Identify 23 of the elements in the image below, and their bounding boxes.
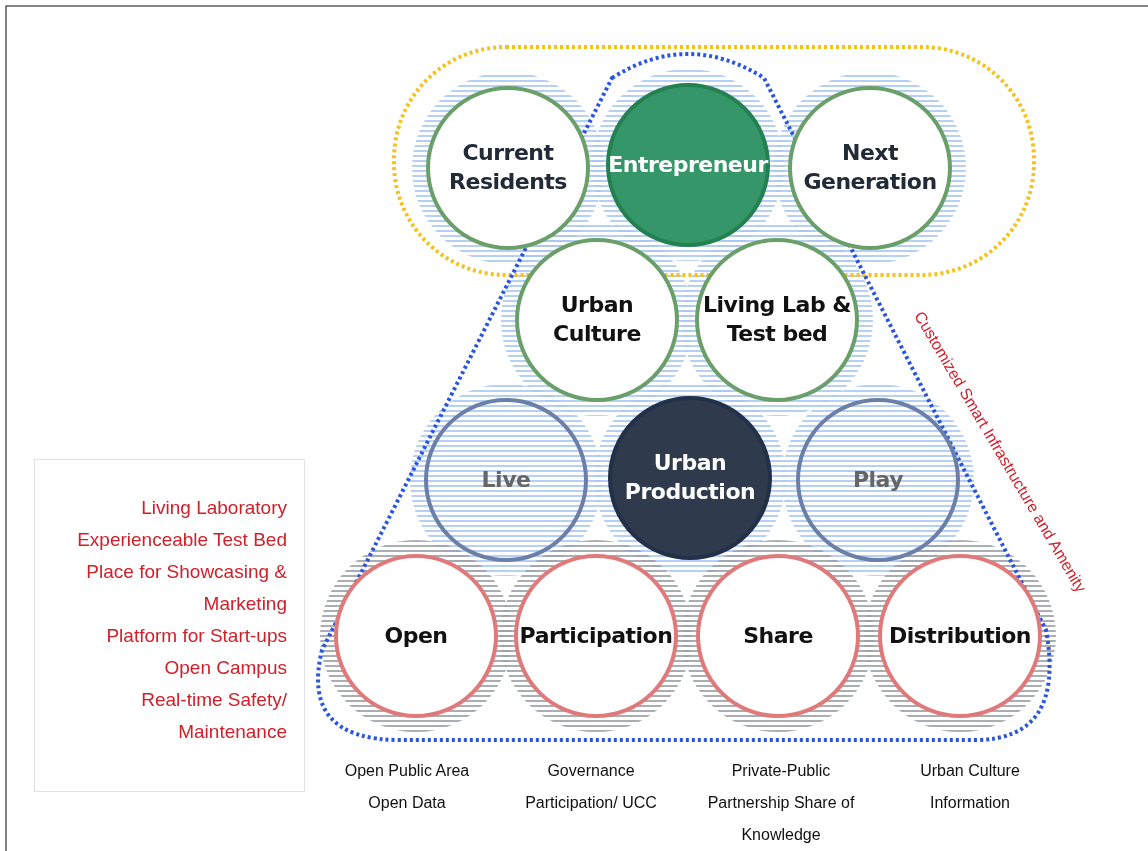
panel-text: Open Campus [164,656,287,680]
circle-label: Next Generation [802,139,938,196]
text-panel [34,459,305,792]
caption-text: Private-Public Partnership Share of Knowledge [706,761,856,845]
circle-label: Living Lab & Test bed [702,291,852,348]
circle-label: Urban Culture [552,291,642,348]
circle-label: Share [742,621,814,650]
circle-label: Urban Production [623,449,757,506]
circle-label: Entrepreneur [607,150,770,179]
panel-text: Place for Showcasing & Marketing [85,560,287,616]
circle-label: Distribution [887,621,1033,650]
panel-text: Living Laboratory [141,496,287,520]
panel-text: Real-time Safety/ Maintenance [140,688,287,744]
caption-text: Governance Participation/ UCC [524,761,658,813]
circle-label: Play [851,465,905,494]
circle-label: Current Residents [448,139,568,196]
panel-text: Platform for Start-ups [106,624,287,648]
circle-label: Participation [518,621,674,650]
circle-label: Live [480,465,532,494]
caption-text: Open Public Area Open Data [343,761,471,813]
circle-label: Open [383,621,449,650]
panel-text: Experienceable Test Bed [77,528,287,552]
caption-text: Urban Culture Information [919,761,1021,813]
